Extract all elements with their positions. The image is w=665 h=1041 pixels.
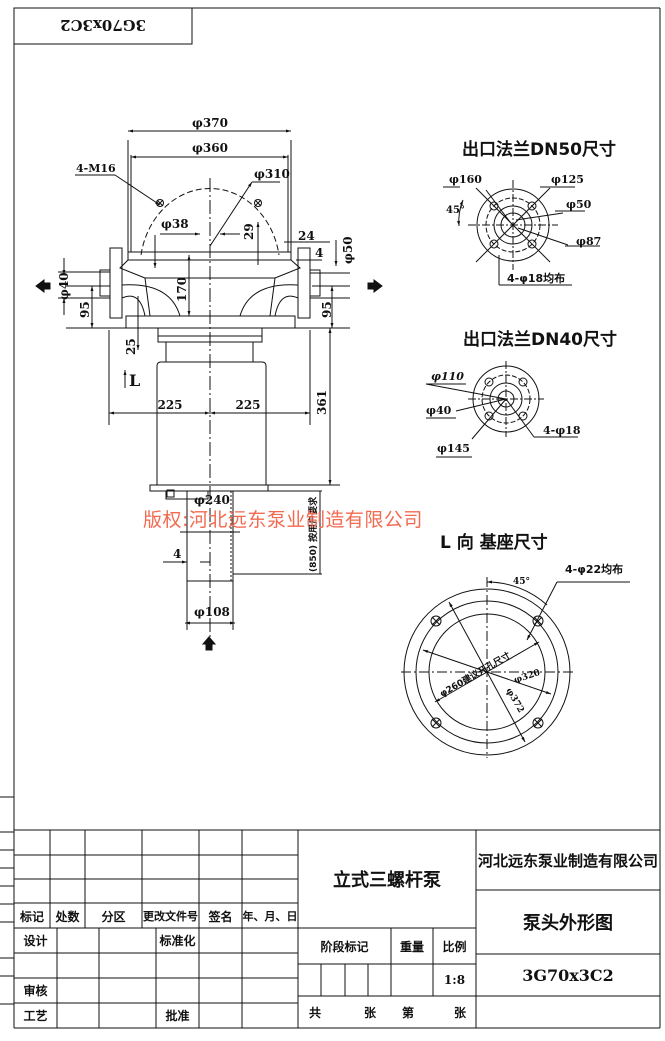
base-holes: 4-φ22均布 xyxy=(565,562,623,576)
dim-29: 29 xyxy=(242,223,256,240)
dn50-phi125: φ125 xyxy=(551,173,584,186)
base-angle-45: 45° xyxy=(513,577,530,587)
base-phi320: φ320 xyxy=(513,668,542,686)
dim-phi370: φ370 xyxy=(192,116,228,130)
view-L-marker: L xyxy=(129,371,140,390)
tb-process: 工艺 xyxy=(23,1009,48,1023)
dn50-flange-title: 出口法兰DN50尺寸 xyxy=(462,139,616,160)
tb-scale-label: 比例 xyxy=(442,939,467,954)
base-phi372: φ372 xyxy=(503,687,525,715)
dim-4-bottom: 4 xyxy=(173,547,181,561)
tb-review: 审核 xyxy=(23,984,48,998)
tb-weight: 重量 xyxy=(399,939,424,954)
copyright-watermark: 版权:河北远东泵业制造有限公司 xyxy=(143,509,423,531)
tb-scale-value: 1:8 xyxy=(443,973,466,987)
dim-4-top: 4 xyxy=(315,246,323,260)
base-phi260: φ260建议开孔尺寸 xyxy=(438,649,513,699)
dim-phi240: φ240 xyxy=(194,493,230,507)
tb-header-count: 处数 xyxy=(55,909,80,924)
dn50-phi160: φ160 xyxy=(449,173,482,186)
dim-95-left: 95 xyxy=(78,301,92,318)
dn40-holes: 4-φ18 xyxy=(543,424,581,437)
dim-25: 25 xyxy=(124,338,138,355)
tb-stage-mark: 阶段标记 xyxy=(320,939,369,954)
dim-phi40-main: φ40 xyxy=(57,272,71,300)
dim-170: 170 xyxy=(175,277,189,302)
dim-phi310: φ310 xyxy=(254,167,290,181)
tb-header-zone: 分区 xyxy=(101,909,126,924)
inverted-model-stamp: 3G70x3C2 xyxy=(60,16,146,34)
dn50-phi50: φ50 xyxy=(566,198,592,211)
dim-phi50-main: φ50 xyxy=(341,236,355,264)
tb-header-signature: 签名 xyxy=(208,909,233,924)
tb-total-label: 共 xyxy=(308,1005,321,1020)
base-view-title: L 向 基座尺寸 xyxy=(440,532,548,553)
dim-361: 361 xyxy=(315,390,329,415)
tb-sheet-word-1: 张 xyxy=(363,1005,376,1020)
dn50-holes: 4-φ18均布 xyxy=(507,271,565,285)
tb-sheet-word-2: 张 xyxy=(453,1005,466,1020)
dim-24: 24 xyxy=(298,229,315,243)
dn40-phi145: φ145 xyxy=(437,442,470,455)
tb-product-name: 立式三螺杆泵 xyxy=(333,870,441,891)
dim-phi38: φ38 xyxy=(161,217,189,231)
dn40-phi110: φ110 xyxy=(431,370,464,383)
dim-95-right: 95 xyxy=(320,301,334,318)
dim-850-user-spec: (850) 按用户要求 xyxy=(307,496,319,572)
dim-225-left: 225 xyxy=(157,398,182,412)
dim-bolts-m16: 4-M16 xyxy=(76,162,116,175)
dn40-phi40: φ40 xyxy=(426,404,452,417)
dim-phi108: φ108 xyxy=(194,605,230,619)
tb-sheet-no-label: 第 xyxy=(401,1005,414,1020)
tb-header-date: 年、月、日 xyxy=(242,910,298,923)
tb-design: 设计 xyxy=(23,934,48,948)
tb-company: 河北远东泵业制造有限公司 xyxy=(477,851,658,870)
dn50-phi87: φ87 xyxy=(576,235,601,248)
tb-header-change-doc: 更改文件号 xyxy=(143,910,198,923)
tb-drawing-name: 泵头外形图 xyxy=(523,913,613,934)
tb-approve: 批准 xyxy=(165,1009,190,1023)
dim-225-right: 225 xyxy=(235,398,260,412)
dn50-angle-45: 45° xyxy=(446,205,465,216)
tb-model: 3G70x3C2 xyxy=(522,965,614,985)
dim-phi360: φ360 xyxy=(192,141,228,155)
tb-header-mark: 标记 xyxy=(19,909,44,924)
dn40-flange-title: 出口法兰DN40尺寸 xyxy=(463,329,617,350)
tb-standardize: 标准化 xyxy=(159,934,196,948)
